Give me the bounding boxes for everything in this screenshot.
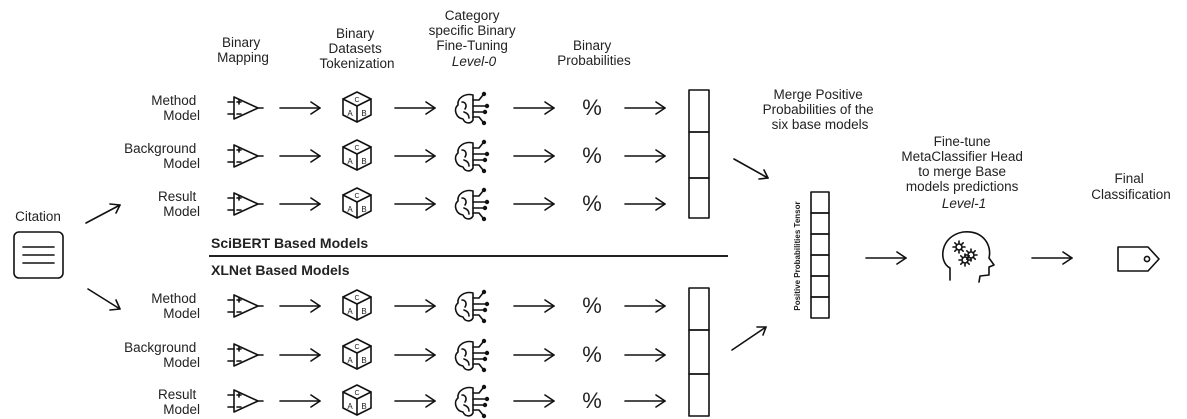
scibert-row-result: Result Model % bbox=[158, 187, 666, 222]
model-label: Result Model bbox=[158, 387, 200, 417]
letter-cube-icon bbox=[342, 187, 372, 219]
percent-symbol: % bbox=[582, 191, 602, 216]
model-label: Background Model bbox=[124, 340, 200, 370]
document-lines-icon bbox=[13, 231, 64, 279]
xlnet-merge-arrow bbox=[731, 326, 767, 351]
scibert-output-boxes bbox=[688, 89, 710, 219]
brain-network-icon bbox=[454, 139, 491, 174]
column-header-tokenization: Binary Datasets Tokenization bbox=[319, 26, 394, 71]
brain-network-icon bbox=[454, 337, 491, 374]
arrow bbox=[394, 348, 436, 362]
letter-cube-icon bbox=[342, 91, 372, 123]
arrow bbox=[279, 394, 321, 408]
model-label: Method Model bbox=[151, 93, 200, 123]
percent-symbol: % bbox=[582, 342, 602, 367]
tensor-label: Positive Probabilities Tensor bbox=[793, 201, 802, 310]
arrow bbox=[624, 101, 666, 115]
letter-cube-icon bbox=[342, 338, 372, 370]
opamp-icon bbox=[227, 389, 264, 413]
probabilities-tensor bbox=[810, 191, 830, 319]
arrow bbox=[279, 101, 321, 115]
arrow bbox=[513, 101, 555, 115]
brain-network-icon bbox=[454, 91, 491, 126]
arrow bbox=[279, 348, 321, 362]
model-label: Method Model bbox=[151, 291, 200, 321]
column-header-finetuning: Category specific Binary Fine-Tuning Lev… bbox=[429, 8, 520, 69]
scibert-row-method: Method Model % bbox=[151, 91, 666, 126]
scibert-merge-arrow bbox=[733, 158, 769, 180]
citation-label: Citation bbox=[15, 209, 61, 224]
arrow bbox=[394, 299, 436, 313]
opamp-icon bbox=[227, 192, 264, 216]
merge-description: Merge Positive Probabilities of the six … bbox=[763, 87, 878, 132]
opamp-icon bbox=[227, 96, 264, 120]
meta-to-final-arrow bbox=[1031, 251, 1073, 265]
arrow bbox=[394, 149, 436, 163]
opamp-icon bbox=[227, 144, 264, 168]
level-0-label: Level-0 bbox=[452, 54, 497, 69]
brain-network-icon bbox=[454, 187, 491, 222]
tag-icon bbox=[1117, 246, 1160, 272]
model-label: Result Model bbox=[158, 189, 200, 219]
opamp-icon bbox=[227, 343, 264, 367]
metaclassifier-description: Fine-tune MetaClassifier Head to merge B… bbox=[901, 134, 1026, 211]
brain-network-icon bbox=[454, 288, 491, 325]
xlnet-row-background: Background Model % bbox=[124, 337, 666, 374]
final-label: Final Classification bbox=[1091, 171, 1171, 202]
tensor-to-meta-arrow bbox=[865, 251, 907, 265]
arrow bbox=[624, 348, 666, 362]
opamp-icon bbox=[227, 294, 264, 318]
arrow bbox=[624, 149, 666, 163]
arrow bbox=[279, 299, 321, 313]
arrow bbox=[394, 394, 436, 408]
arrow bbox=[394, 101, 436, 115]
percent-symbol: % bbox=[582, 95, 602, 120]
xlnet-row-method: Method Model % bbox=[151, 288, 666, 325]
xlnet-output-boxes bbox=[688, 287, 710, 417]
arrow bbox=[513, 149, 555, 163]
letter-cube-icon bbox=[342, 289, 372, 321]
scibert-group-label: SciBERT Based Models bbox=[211, 235, 368, 251]
head-gears-icon bbox=[941, 231, 995, 283]
xlnet-group-label: XLNet Based Models bbox=[211, 262, 350, 278]
model-label: Background Model bbox=[124, 141, 200, 171]
column-header-probabilities: Binary Probabilities bbox=[557, 38, 631, 68]
brain-network-icon bbox=[454, 383, 491, 419]
xlnet-row-result: Result Model % bbox=[158, 383, 666, 419]
citation-to-scibert-arrow bbox=[85, 203, 121, 224]
letter-cube-icon bbox=[342, 139, 372, 171]
column-header-binary-mapping: Binary Mapping bbox=[217, 35, 269, 65]
arrow bbox=[624, 299, 666, 313]
arrow bbox=[279, 197, 321, 211]
arrow bbox=[513, 394, 555, 408]
arrow bbox=[624, 197, 666, 211]
arrow bbox=[394, 197, 436, 211]
letter-cube-icon bbox=[342, 384, 372, 416]
arrow bbox=[279, 149, 321, 163]
arrow bbox=[513, 197, 555, 211]
arrow bbox=[513, 299, 555, 313]
scibert-row-background: Background Model % bbox=[124, 139, 666, 174]
level-1-label: Level-1 bbox=[942, 196, 986, 211]
citation-to-xlnet-arrow bbox=[87, 288, 121, 311]
arrow bbox=[624, 394, 666, 408]
percent-symbol: % bbox=[582, 293, 602, 318]
arrow bbox=[513, 348, 555, 362]
percent-symbol: % bbox=[582, 143, 602, 168]
percent-symbol: % bbox=[582, 388, 602, 413]
